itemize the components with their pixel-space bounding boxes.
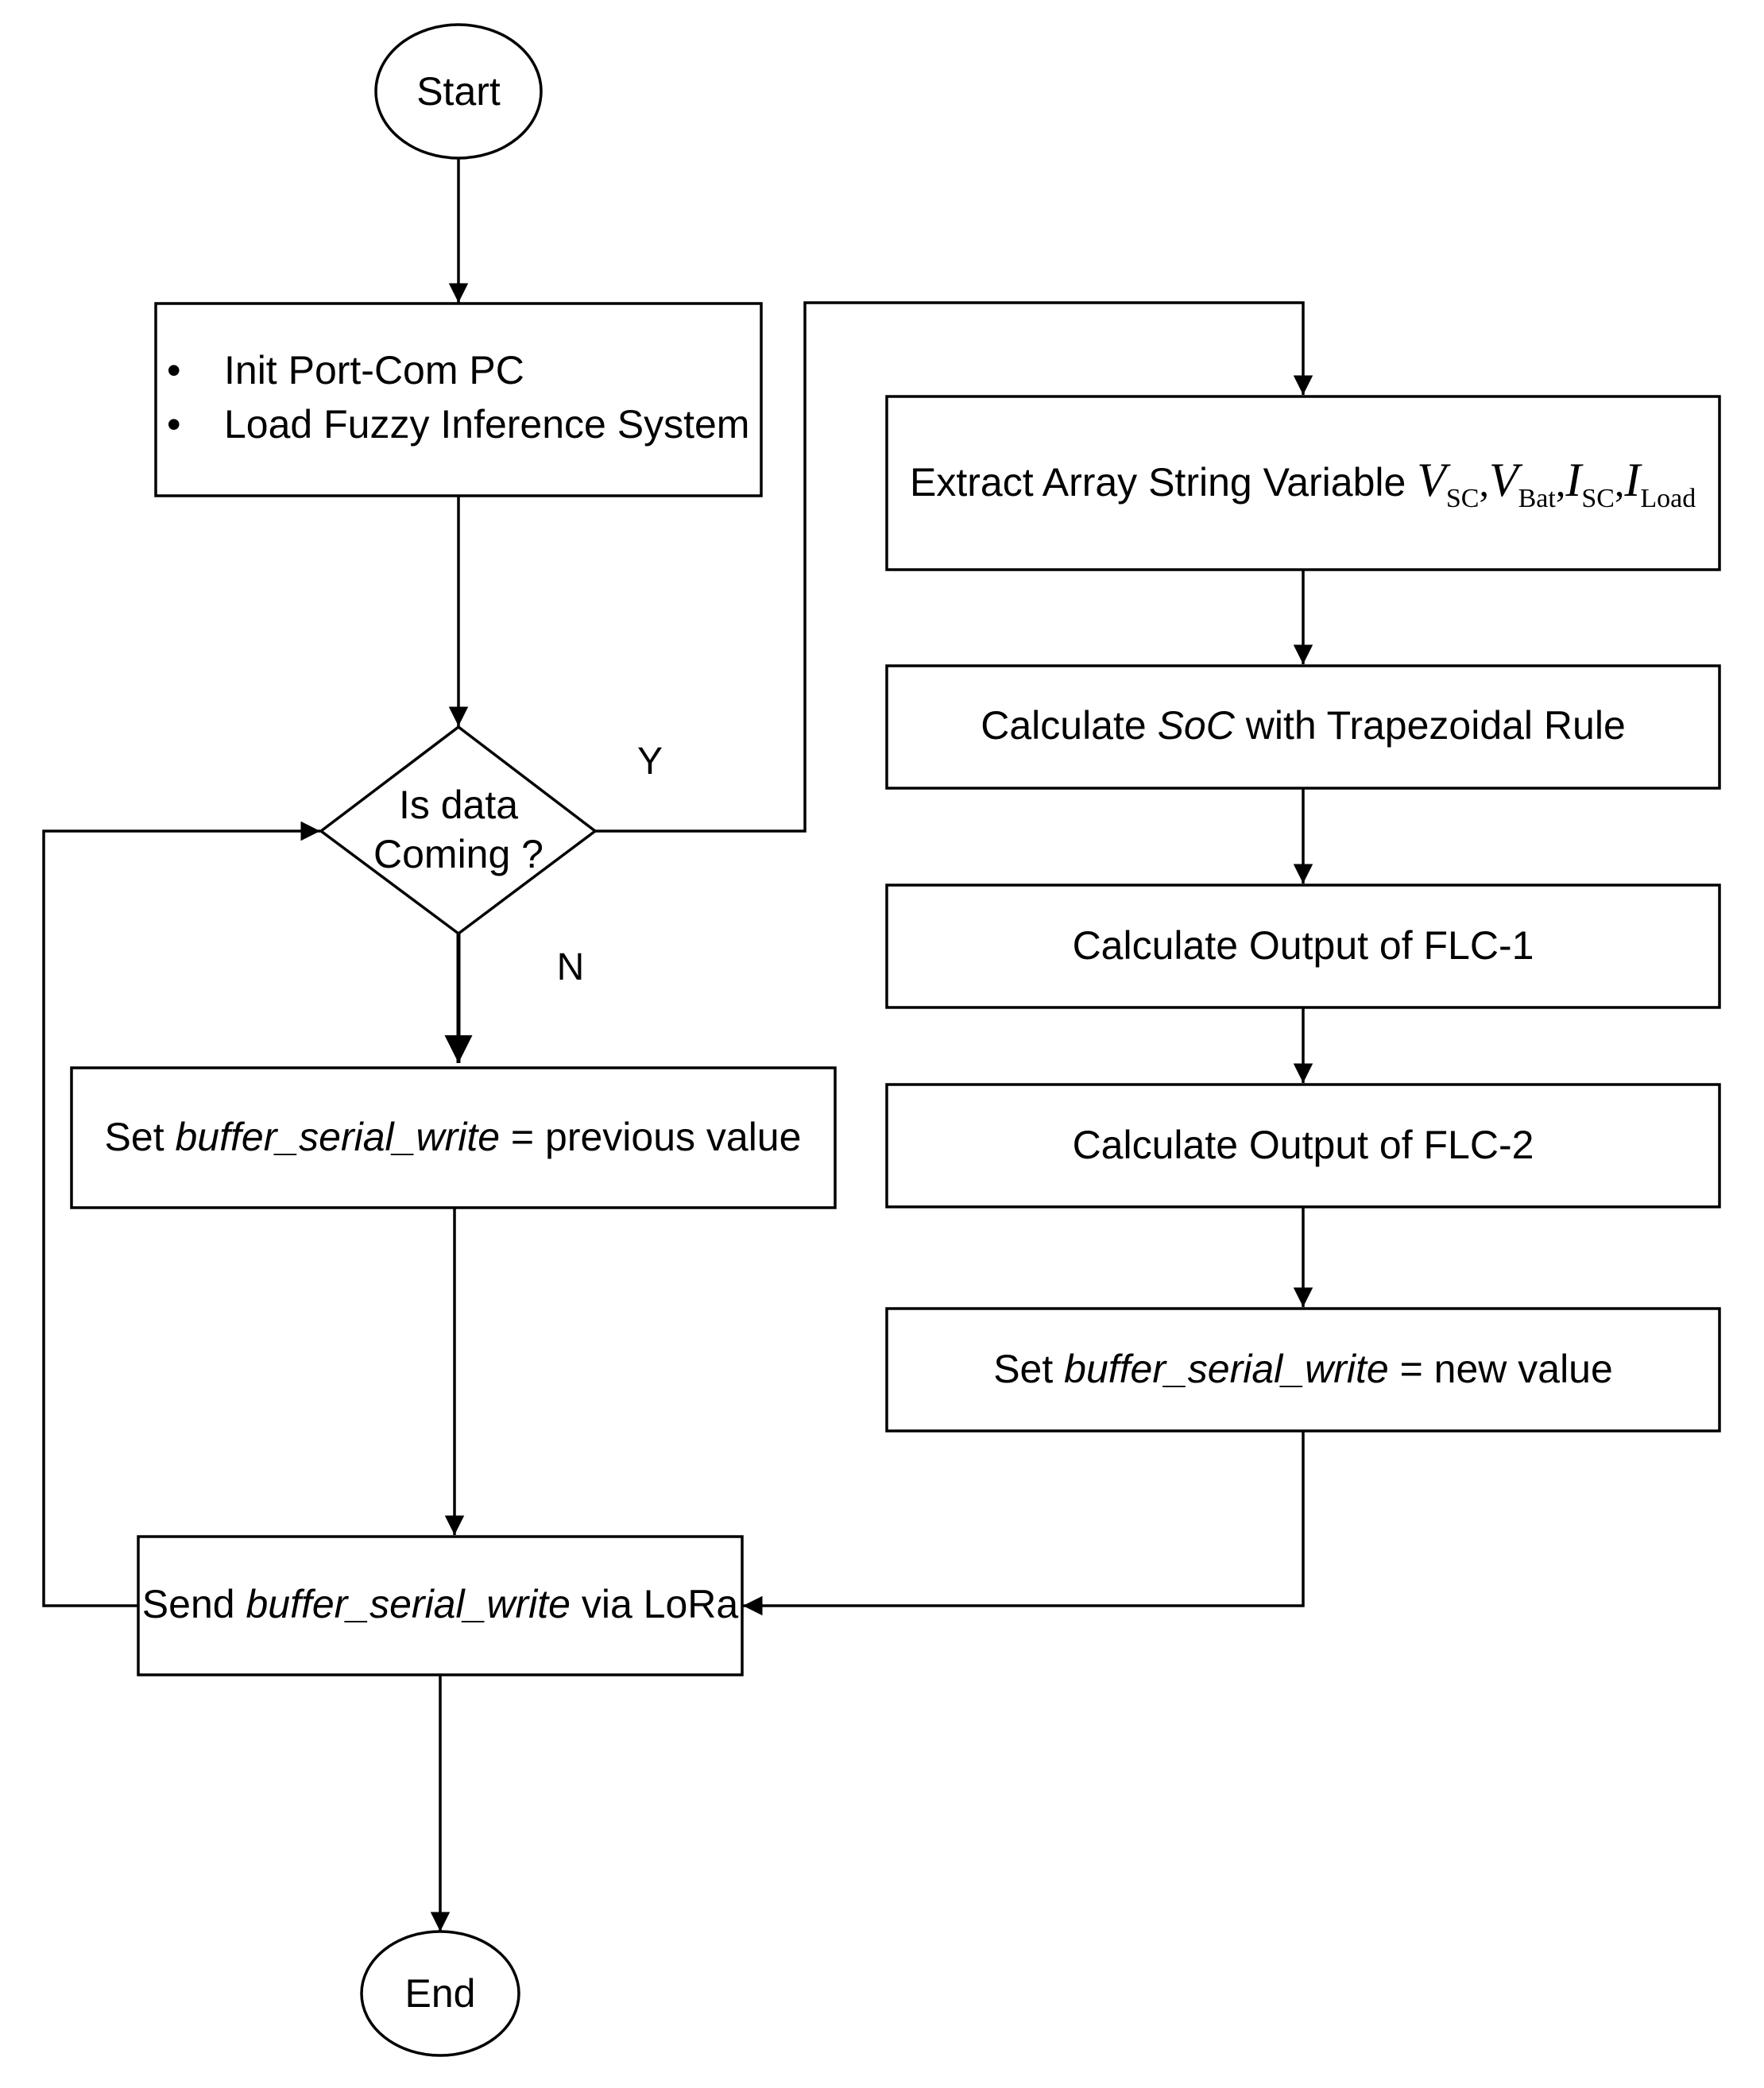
extract-variables-label: Extract Array String Variable VSC,VBat,I… bbox=[910, 454, 1696, 513]
edge-set-new-to-send bbox=[743, 1431, 1305, 1616]
flc2-output-process bbox=[885, 1083, 1721, 1208]
end-label: End bbox=[405, 1971, 476, 2016]
extract-variables-process bbox=[885, 395, 1721, 571]
decision-label-line2: Coming ? bbox=[373, 832, 544, 876]
edge-send-loop-to-decision bbox=[42, 821, 320, 1607]
init-item-load-fis: Load Fuzzy Inference System bbox=[224, 402, 749, 447]
set-new-value-label: Set buffer_serial_write = new value bbox=[993, 1347, 1613, 1391]
branch-label-no: N bbox=[557, 946, 585, 988]
var-v-symbol: V bbox=[1417, 454, 1451, 506]
soc-trapezoidal-label: Calculate SoC with Trapezoidal Rule bbox=[981, 703, 1626, 748]
end-terminal bbox=[360, 1930, 520, 2057]
soc-trapezoidal-process bbox=[885, 664, 1721, 790]
set-new-value-process bbox=[885, 1307, 1721, 1433]
send-lora-label: Send buffer_serial_write via LoRa bbox=[142, 1582, 739, 1626]
init-bullet-1: • bbox=[167, 348, 181, 392]
init-item-port-com: Init Port-Com PC bbox=[224, 348, 524, 392]
flc1-output-label: Calculate Output of FLC-1 bbox=[1073, 923, 1534, 968]
flc2-output-label: Calculate Output of FLC-2 bbox=[1073, 1123, 1534, 1167]
send-lora-process bbox=[137, 1535, 744, 1676]
init-process bbox=[154, 302, 763, 497]
init-bullet-2: • bbox=[167, 402, 181, 447]
flc1-output-process bbox=[885, 884, 1721, 1009]
branch-label-yes: Y bbox=[637, 740, 663, 783]
set-previous-value-label: Set buffer_serial_write = previous value bbox=[105, 1115, 802, 1159]
start-label: Start bbox=[416, 69, 501, 114]
decision-is-data-coming bbox=[319, 725, 598, 936]
edge-decision-yes-to-extract bbox=[595, 301, 1313, 833]
decision-label-line1: Is data bbox=[399, 783, 518, 827]
